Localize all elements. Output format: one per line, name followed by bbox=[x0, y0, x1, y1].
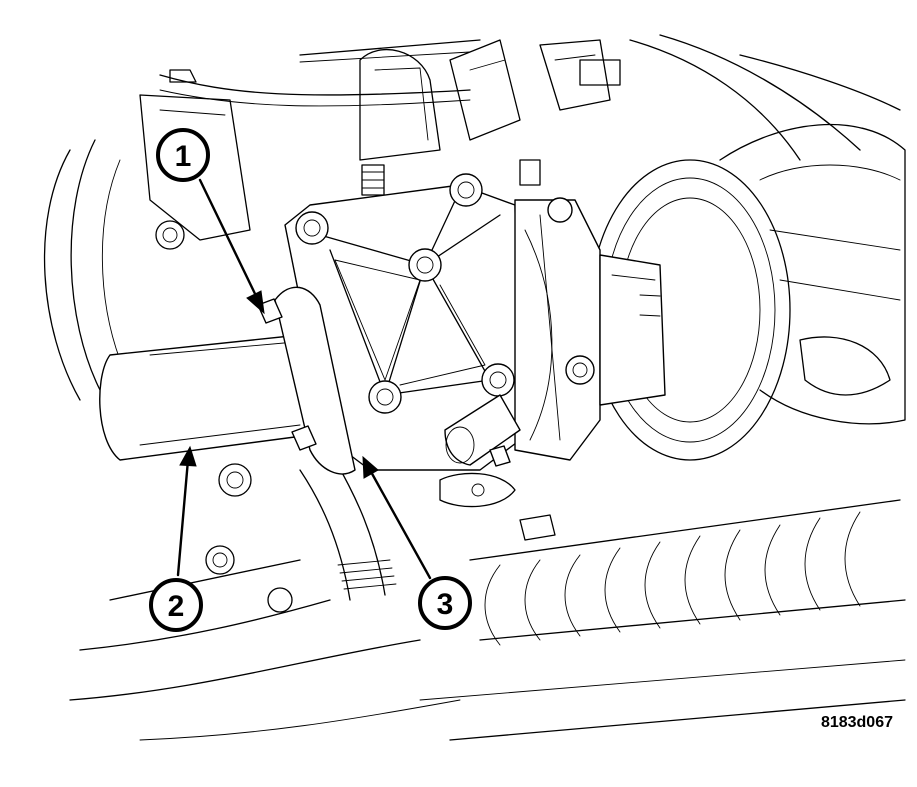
callout-arrows bbox=[176, 178, 432, 580]
callout-1: 1 bbox=[156, 128, 210, 182]
water-pump-housing bbox=[257, 173, 666, 475]
callout-2: 2 bbox=[149, 578, 203, 632]
callout-2-label: 2 bbox=[168, 590, 185, 623]
arrow-2 bbox=[176, 445, 197, 577]
callout-3: 3 bbox=[418, 576, 472, 630]
figure-id-label: 8183d067 bbox=[821, 714, 893, 731]
coolant-pipe bbox=[99, 334, 311, 461]
arrow-3 bbox=[362, 455, 432, 580]
callout-1-label: 1 bbox=[175, 140, 192, 173]
callout-3-label: 3 bbox=[437, 588, 454, 621]
arrow-1 bbox=[198, 178, 265, 315]
